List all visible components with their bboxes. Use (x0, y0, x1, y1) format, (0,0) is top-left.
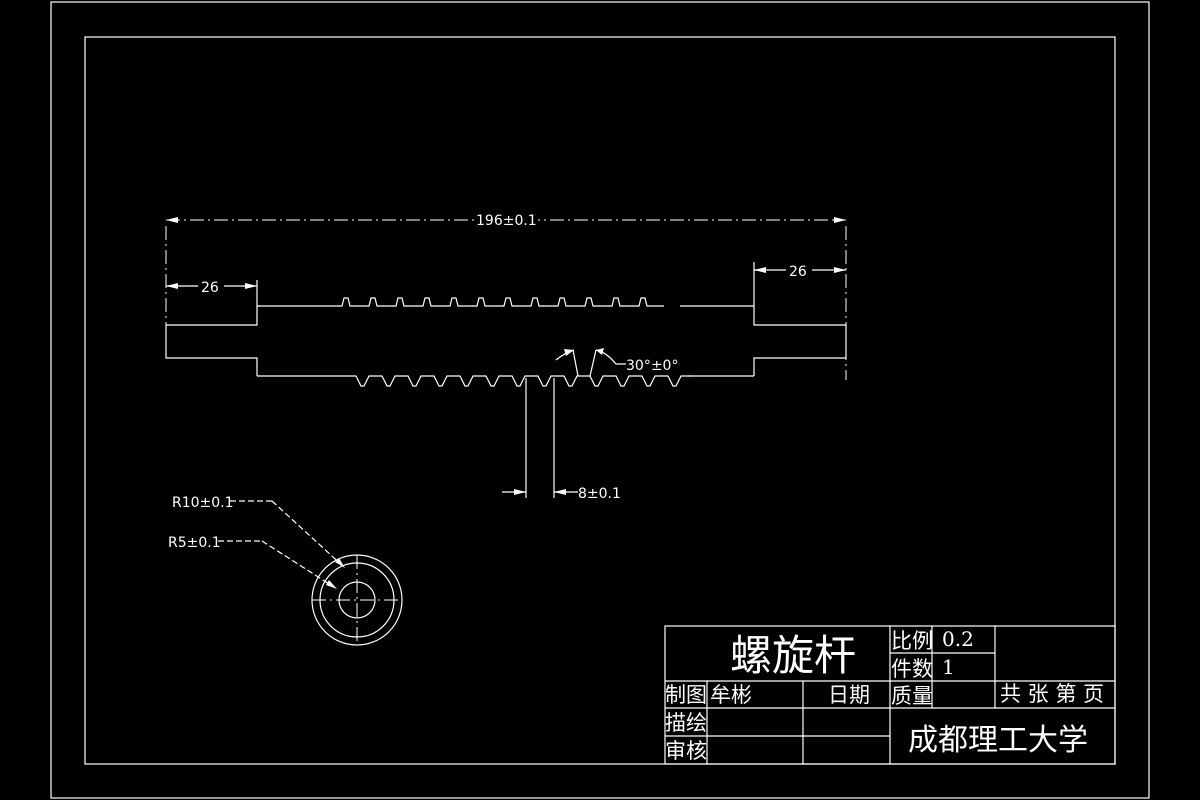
right-step-label: 26 (789, 264, 807, 280)
outer-radius-label: R10±0.1 (172, 495, 234, 511)
inner-radius-label: R5±0.1 (168, 535, 221, 551)
drawn-label: 制图 (665, 683, 707, 707)
traced-label: 描绘 (665, 711, 707, 735)
left-step-label: 26 (201, 280, 219, 296)
thread-angle-dimension: 30°±0° (555, 348, 678, 377)
scale-value: 0.2 (942, 627, 974, 651)
overall-length-label: 196±0.1 (476, 213, 537, 229)
screw-rod-profile (165, 226, 847, 387)
drawn-by: 牟彬 (710, 683, 752, 707)
inner-drawing-frame (84, 36, 1116, 765)
date-label: 日期 (828, 683, 870, 707)
checked-label: 审核 (665, 739, 707, 763)
radius-callouts: R10±0.1 R5±0.1 (168, 495, 346, 590)
end-view-circles (311, 554, 403, 646)
left-step-dimension: 26 (166, 279, 257, 296)
quantity-label: 件数 (891, 657, 933, 681)
mass-label: 质量 (891, 684, 933, 708)
part-name: 螺旋杆 (730, 631, 856, 680)
thread-angle-label: 30°±0° (626, 358, 678, 374)
title-block: 螺旋杆 比例 0.2 件数 1 制图 牟彬 日期 质量 共 张 第 页 描绘 审… (664, 625, 1116, 765)
institution-name: 成都理工大学 (908, 723, 1088, 758)
sheets-label: 共 张 第 页 (1000, 682, 1104, 706)
pitch-dimension: 8±0.1 (502, 378, 621, 502)
outer-sheet-border (50, 1, 1150, 799)
scale-label: 比例 (891, 629, 933, 653)
quantity-value: 1 (942, 655, 955, 679)
pitch-label: 8±0.1 (578, 486, 621, 502)
overall-length-dimension: 196±0.1 (166, 212, 846, 229)
right-step-dimension: 26 (754, 263, 846, 280)
